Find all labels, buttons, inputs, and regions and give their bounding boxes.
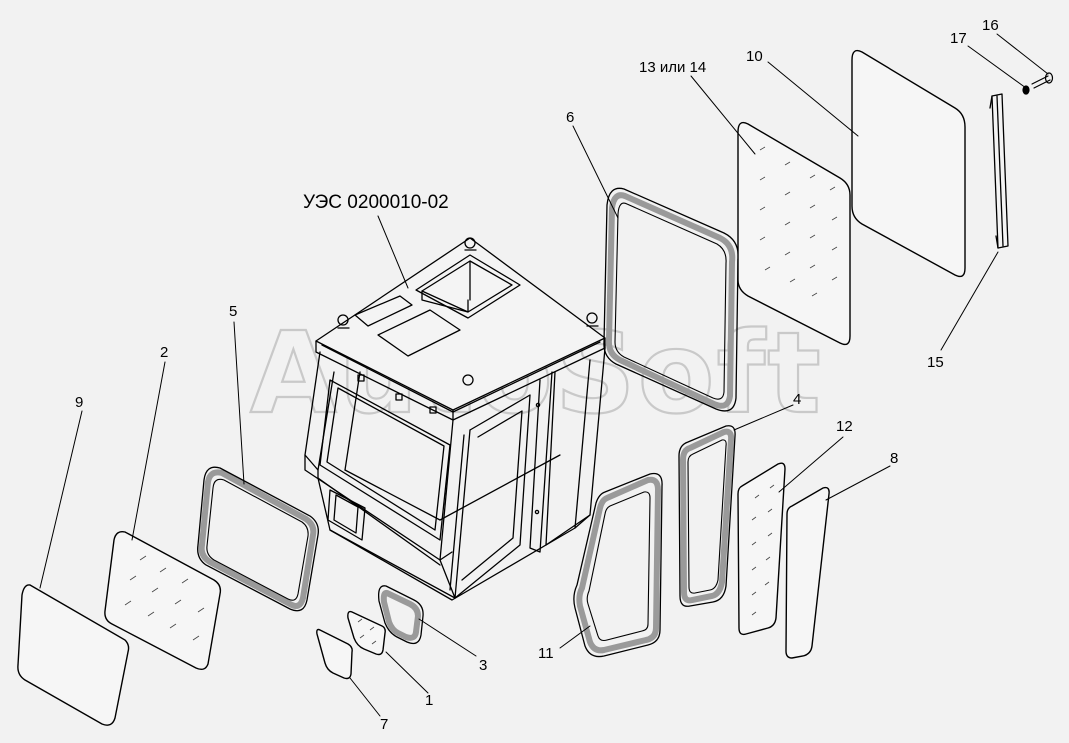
leader-lines [39, 33, 1049, 717]
callout-8: 8 [890, 450, 898, 467]
callout-7: 7 [380, 716, 388, 733]
callout-labels: 1 2 3 4 5 6 7 8 9 10 11 12 13 или 14 15 … [75, 17, 999, 733]
callout-11: 11 [538, 645, 554, 662]
part-3-seal [378, 585, 424, 645]
part-7-glass [316, 628, 353, 680]
part-9-glass [17, 584, 130, 726]
assembly-label: УЭС 0200010-02 [303, 192, 449, 213]
part-2-glass [104, 530, 222, 671]
cab-body [304, 237, 606, 601]
callout-17: 17 [950, 30, 967, 47]
part-16-17-fasteners [1022, 72, 1054, 95]
callout-1: 1 [425, 692, 433, 709]
part-11-seal [573, 472, 663, 658]
callout-16: 16 [982, 17, 999, 34]
part-15-bar [989, 93, 1009, 249]
part-4-seal [678, 425, 736, 607]
callout-15: 15 [927, 354, 944, 371]
callout-13-14: 13 или 14 [639, 59, 706, 76]
part-5-seal [197, 466, 319, 612]
callout-12: 12 [836, 418, 853, 435]
callout-6: 6 [566, 109, 574, 126]
callout-2: 2 [160, 344, 168, 361]
callout-3: 3 [479, 657, 487, 674]
part-10-glass [851, 49, 966, 278]
callout-9: 9 [75, 394, 83, 411]
part-12-glass [737, 462, 786, 636]
callout-10: 10 [746, 48, 763, 65]
callout-5: 5 [229, 303, 237, 320]
part-8-glass [785, 486, 830, 659]
callout-4: 4 [793, 391, 801, 408]
part-1-glass [347, 610, 386, 656]
part-13-14-glass [737, 121, 851, 346]
